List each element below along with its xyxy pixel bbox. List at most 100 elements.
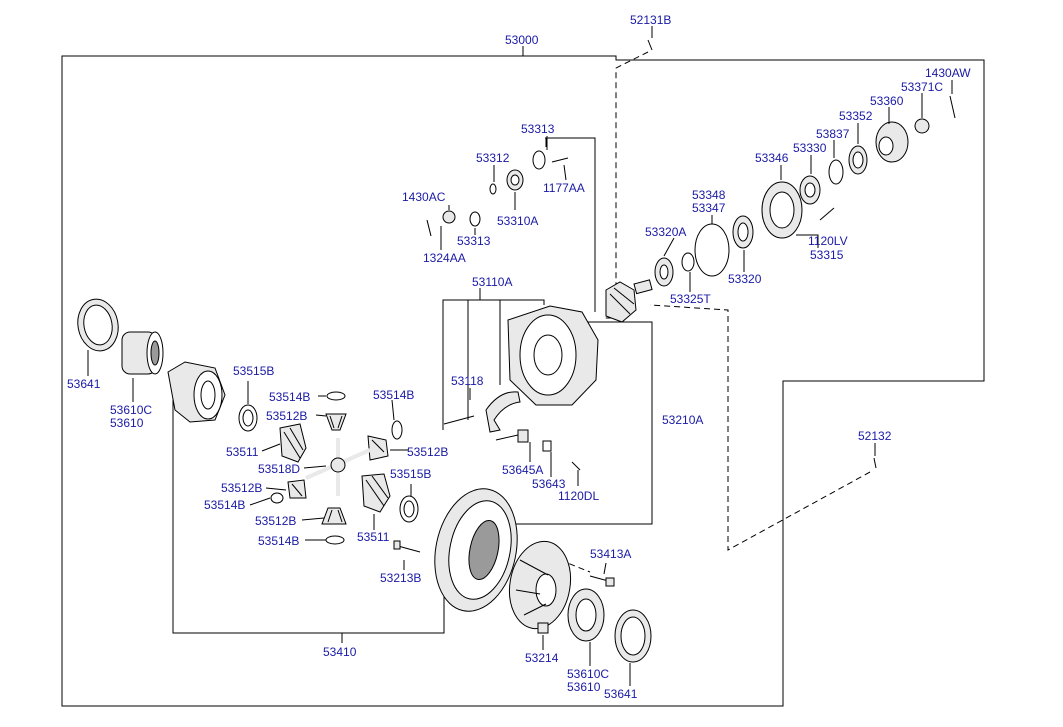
assembly-outline bbox=[61, 55, 985, 707]
label-53512B-d[interactable]: 53512B bbox=[255, 514, 296, 528]
label-1430AC[interactable]: 1430AC bbox=[402, 190, 446, 204]
nut-53214 bbox=[537, 622, 549, 634]
label-53214[interactable]: 53214 bbox=[525, 651, 559, 665]
label-53315[interactable]: 53315 bbox=[810, 248, 844, 262]
label-53320A[interactable]: 53320A bbox=[645, 225, 686, 239]
bearing-cup-53641-right bbox=[614, 609, 652, 663]
label-53360[interactable]: 53360 bbox=[870, 94, 904, 108]
label-53410[interactable]: 53410 bbox=[323, 645, 357, 659]
label-53610-left[interactable]: 53610 bbox=[110, 416, 144, 430]
label-53348[interactable]: 53348 bbox=[692, 188, 726, 202]
label-53347[interactable]: 53347 bbox=[692, 201, 726, 215]
label-1120LV[interactable]: 1120LV bbox=[808, 234, 848, 248]
label-53512B-a[interactable]: 53512B bbox=[266, 409, 307, 423]
label-53641-right[interactable]: 53641 bbox=[604, 687, 638, 701]
bearing-cone-53610C-left bbox=[121, 331, 164, 375]
bracket-53110A bbox=[442, 288, 545, 430]
label-53512B-b[interactable]: 53512B bbox=[407, 445, 448, 459]
label-52131B[interactable]: 52131B bbox=[630, 13, 671, 27]
label-53511-a[interactable]: 53511 bbox=[226, 445, 259, 459]
label-53515B-top[interactable]: 53515B bbox=[233, 364, 274, 378]
label-53518D[interactable]: 53518D bbox=[258, 462, 300, 476]
washer-53514B-top bbox=[326, 391, 346, 401]
bearing-53330 bbox=[799, 175, 821, 205]
label-53514B-c[interactable]: 53514B bbox=[204, 498, 245, 512]
label-53320[interactable]: 53320 bbox=[728, 272, 762, 286]
gasket-53347 bbox=[694, 223, 730, 277]
differential-case-right bbox=[508, 540, 572, 630]
label-53330[interactable]: 53330 bbox=[793, 141, 827, 155]
label-53371C[interactable]: 53371C bbox=[901, 80, 943, 94]
label-53837[interactable]: 53837 bbox=[816, 127, 850, 141]
bearing-cone-53610C-right bbox=[567, 588, 605, 642]
label-53310A[interactable]: 53310A bbox=[497, 214, 538, 228]
label-53352[interactable]: 53352 bbox=[839, 109, 873, 123]
label-53413A[interactable]: 53413A bbox=[590, 547, 631, 561]
spacer-53325T bbox=[681, 252, 695, 272]
label-53118[interactable]: 53118 bbox=[451, 374, 484, 388]
bracket-53315 bbox=[796, 234, 819, 248]
bracket-53210A bbox=[508, 321, 653, 525]
label-53514B-d[interactable]: 53514B bbox=[258, 534, 299, 548]
part-labels: 52131B 53000 1430AW 53371C 53360 53352 5… bbox=[67, 13, 971, 701]
label-52132[interactable]: 52132 bbox=[858, 429, 892, 443]
side-gear-53511-right bbox=[361, 473, 391, 513]
label-53213B[interactable]: 53213B bbox=[380, 571, 421, 585]
pinion-gear-53512B-left bbox=[287, 479, 307, 499]
label-53645A[interactable]: 53645A bbox=[502, 463, 543, 477]
oil-seal-53313 bbox=[532, 150, 546, 170]
label-1430AW[interactable]: 1430AW bbox=[925, 66, 971, 80]
label-1177AA[interactable]: 1177AA bbox=[543, 181, 585, 195]
carrier-housing-53110A bbox=[507, 305, 599, 406]
bearing-53320A bbox=[654, 257, 674, 287]
guide-52132 bbox=[649, 304, 871, 551]
washer-53514B-bottom bbox=[325, 535, 345, 545]
ring-gear-53410 bbox=[434, 488, 518, 612]
bearing-53320 bbox=[732, 215, 754, 249]
label-53610C-left[interactable]: 53610C bbox=[110, 403, 152, 417]
label-53313-bottom[interactable]: 53313 bbox=[457, 234, 491, 248]
bolt-52132 bbox=[873, 457, 877, 469]
leader-lines bbox=[87, 26, 953, 686]
label-53000[interactable]: 53000 bbox=[505, 33, 539, 47]
bolt-52131B bbox=[647, 39, 653, 51]
washer-53514B-right bbox=[391, 420, 403, 440]
label-53610C-right[interactable]: 53610C bbox=[567, 667, 609, 681]
plate-53643 bbox=[542, 440, 552, 452]
label-53512B-c[interactable]: 53512B bbox=[221, 481, 262, 495]
pinion-gear-53512B-bottom bbox=[321, 507, 347, 525]
label-53515B-bottom[interactable]: 53515B bbox=[390, 467, 431, 481]
label-53514B-b[interactable]: 53514B bbox=[373, 388, 414, 402]
differential-case-left bbox=[167, 361, 226, 423]
label-53110A[interactable]: 53110A bbox=[472, 275, 512, 289]
label-53346[interactable]: 53346 bbox=[755, 151, 789, 165]
companion-flange-53360 bbox=[875, 121, 909, 163]
label-1120DL[interactable]: 1120DL bbox=[558, 489, 599, 503]
nut-1324AA bbox=[442, 210, 456, 224]
bolt-1177AA bbox=[551, 157, 569, 163]
label-53511-b[interactable]: 53511 bbox=[357, 530, 390, 544]
bracket-53313 bbox=[545, 137, 596, 312]
label-53643[interactable]: 53643 bbox=[532, 477, 566, 491]
label-53313-top[interactable]: 53313 bbox=[521, 122, 555, 136]
label-53325T[interactable]: 53325T bbox=[670, 292, 711, 306]
washer-53313 bbox=[469, 211, 481, 227]
bearing-cap-53118 bbox=[485, 391, 521, 433]
lock-plate-53645A bbox=[495, 429, 529, 443]
bolt-housing bbox=[443, 415, 475, 425]
label-53610-right[interactable]: 53610 bbox=[567, 680, 601, 694]
drive-pinion-53210A bbox=[605, 279, 653, 323]
label-53514B-a[interactable]: 53514B bbox=[269, 390, 310, 404]
bolt-53213B bbox=[393, 540, 421, 553]
label-53312[interactable]: 53312 bbox=[476, 151, 510, 165]
label-53210A[interactable]: 53210A bbox=[662, 413, 703, 427]
bracket-53410 bbox=[172, 385, 445, 643]
cotter-pin-1430AW bbox=[949, 95, 956, 119]
oil-seal-53352 bbox=[848, 145, 868, 175]
label-53641-left[interactable]: 53641 bbox=[67, 377, 101, 391]
label-1324AA[interactable]: 1324AA bbox=[423, 251, 466, 265]
bearing-cup-53641-left bbox=[77, 298, 119, 352]
pinion-retainer-53346 bbox=[761, 181, 803, 239]
side-gear-53511-left bbox=[279, 423, 307, 463]
bearing-53310A bbox=[506, 169, 524, 191]
